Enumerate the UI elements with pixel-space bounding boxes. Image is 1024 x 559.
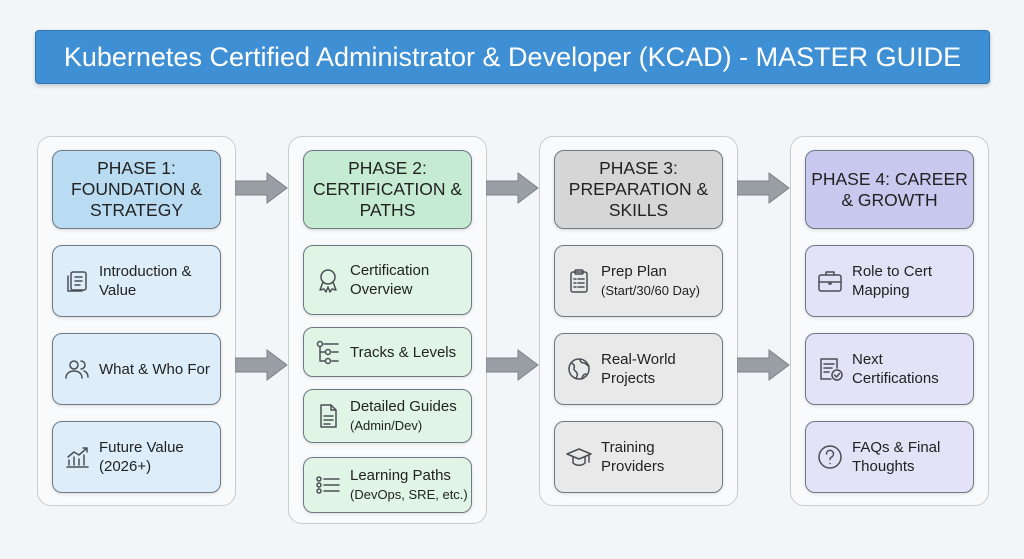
item-label: Learning Paths(DevOps, SRE, etc.) <box>350 467 468 502</box>
phase-4-item[interactable]: FAQs & Final Thoughts <box>805 421 974 493</box>
briefcase-icon <box>818 271 842 292</box>
phase-3-item[interactable]: Prep Plan(Start/30/60 Day) <box>554 245 723 317</box>
question-icon <box>818 445 842 469</box>
flow-arrow-icon <box>737 349 790 381</box>
page-title: Kubernetes Certified Administrator & Dev… <box>35 30 990 84</box>
phase-2-header: PHASE 2: CERTIFICATION & PATHS <box>303 150 472 229</box>
list-icon <box>316 476 340 494</box>
phase-2-item[interactable]: Tracks & Levels <box>303 327 472 377</box>
phase-4-header: PHASE 4: CAREER & GROWTH <box>805 150 974 229</box>
item-label: Real-World Projects <box>601 351 676 387</box>
phase-1-column: PHASE 1: FOUNDATION & STRATEGY Introducti… <box>37 136 236 506</box>
item-label: Detailed Guides(Admin/Dev) <box>350 398 457 433</box>
item-label: Introduction & Value <box>99 263 192 299</box>
item-label: Prep Plan(Start/30/60 Day) <box>601 263 700 298</box>
item-label: What & Who For <box>99 360 210 378</box>
flow-arrow-icon <box>235 172 288 204</box>
users-icon <box>65 360 89 379</box>
phase-3-item[interactable]: Training Providers <box>554 421 723 493</box>
item-label: FAQs & Final Thoughts <box>852 439 941 475</box>
phase-1-header: PHASE 1: FOUNDATION & STRATEGY <box>52 150 221 229</box>
phase-4-column: PHASE 4: CAREER & GROWTH Role to Cert Map… <box>790 136 989 506</box>
document-stack-icon <box>67 271 87 292</box>
phase-1-item[interactable]: What & Who For <box>52 333 221 405</box>
certificate-check-icon <box>820 358 843 381</box>
phase-3-item[interactable]: Real-World Projects <box>554 333 723 405</box>
phase-2-item[interactable]: Detailed Guides(Admin/Dev) <box>303 389 472 443</box>
tracks-icon <box>316 340 339 365</box>
flow-arrow-icon <box>486 172 539 204</box>
flow-arrow-icon <box>235 349 288 381</box>
item-label: Role to Cert Mapping <box>852 263 933 299</box>
globe-icon <box>568 358 590 380</box>
graduation-cap-icon <box>566 448 592 466</box>
phase-2-column: PHASE 2: CERTIFICATION & PATHS Certificat… <box>288 136 487 524</box>
phase-1-item[interactable]: Introduction & Value <box>52 245 221 317</box>
phase-2-item[interactable]: Certification Overview <box>303 245 472 315</box>
phase-4-item[interactable]: Next Certifications <box>805 333 974 405</box>
item-label: Next Certifications <box>852 351 939 387</box>
item-label: Certification Overview <box>350 262 430 298</box>
clipboard-icon <box>570 269 588 293</box>
phase-3-header: PHASE 3: PREPARATION & SKILLS <box>554 150 723 229</box>
flow-arrow-icon <box>486 349 539 381</box>
growth-chart-icon <box>66 447 89 468</box>
flow-arrow-icon <box>737 172 790 204</box>
item-label: Future Value (2026+) <box>99 439 184 475</box>
file-icon <box>320 404 337 428</box>
badge-icon <box>319 269 337 293</box>
phase-2-item[interactable]: Learning Paths(DevOps, SRE, etc.) <box>303 457 472 513</box>
item-label: Tracks & Levels <box>350 343 457 361</box>
phase-1-item[interactable]: Future Value (2026+) <box>52 421 221 493</box>
phase-4-item[interactable]: Role to Cert Mapping <box>805 245 974 317</box>
phase-3-column: PHASE 3: PREPARATION & SKILLS Prep Plan(S… <box>539 136 738 506</box>
item-label: Training Providers <box>601 439 665 475</box>
